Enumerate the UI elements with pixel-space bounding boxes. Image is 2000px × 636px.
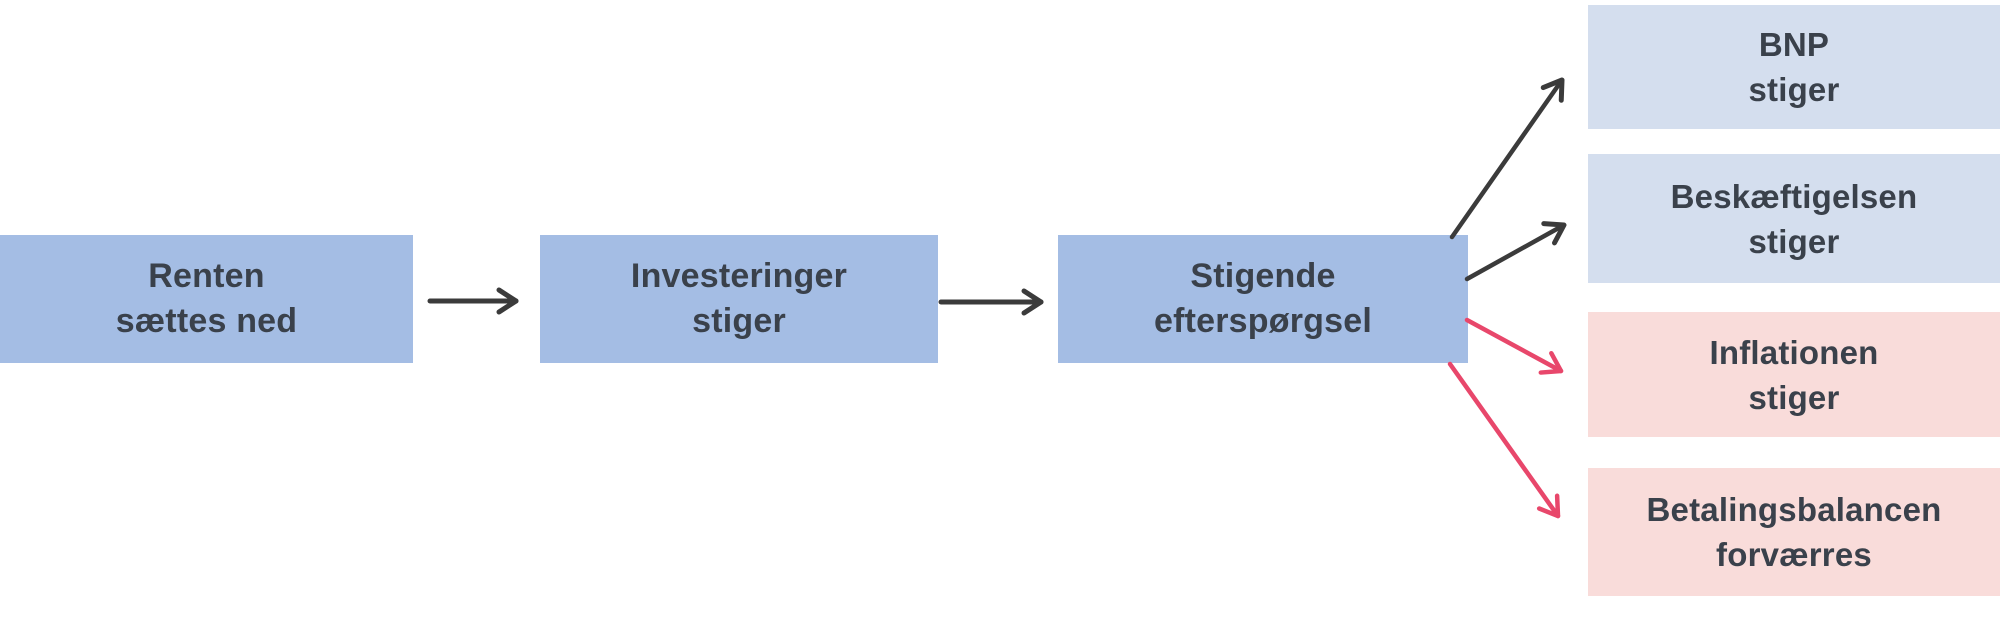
arrow-efterspoergsel-to-bnp — [1449, 77, 1565, 240]
arrow-efterspoergsel-to-inflationen — [1464, 317, 1564, 375]
outcome-box-bnp: BNP stiger — [1588, 5, 2000, 129]
flow-box-renten: Renten sættes ned — [0, 235, 413, 363]
outcome-box-betalingsbalancen-line1: Betalingsbalancen — [1646, 491, 1942, 528]
arrow-efterspoergsel-to-betalingsbalancen — [1447, 361, 1561, 519]
outcome-box-bnp-line2: stiger — [1748, 71, 1840, 108]
outcome-box-inflationen-line1: Inflationen — [1709, 333, 1879, 371]
outcome-box-bnp-line1: BNP — [1758, 26, 1830, 63]
flow-box-renten-line1: Renten — [148, 257, 265, 295]
arrow-efterspoergsel-to-beskaeftigelsen — [1464, 221, 1567, 282]
outcome-box-betalingsbalancen-line2: forværres — [1716, 536, 1872, 573]
flow-box-investeringer: Investeringer stiger — [540, 235, 938, 363]
outcome-box-inflationen-line2: stiger — [1748, 378, 1840, 416]
outcome-box-betalingsbalancen: Betalingsbalancen forværres — [1588, 468, 2000, 596]
flow-box-investeringer-line2: stiger — [692, 302, 786, 340]
outcome-box-beskaeftigelsen-line1: Beskæftigelsen — [1670, 177, 1918, 215]
flow-box-efterspoergsel: Stigende efterspørgsel — [1058, 235, 1468, 363]
outcome-box-beskaeftigelsen: Beskæftigelsen stiger — [1588, 154, 2000, 283]
flow-box-renten-line2: sættes ned — [115, 302, 298, 340]
flow-box-investeringer-line1: Investeringer — [630, 257, 848, 295]
flow-box-efterspoergsel-line1: Stigende — [1190, 257, 1336, 295]
outcome-box-beskaeftigelsen-line2: stiger — [1748, 222, 1840, 260]
flow-box-efterspoergsel-line2: efterspørgsel — [1153, 302, 1372, 340]
outcome-box-inflationen: Inflationen stiger — [1588, 312, 2000, 437]
